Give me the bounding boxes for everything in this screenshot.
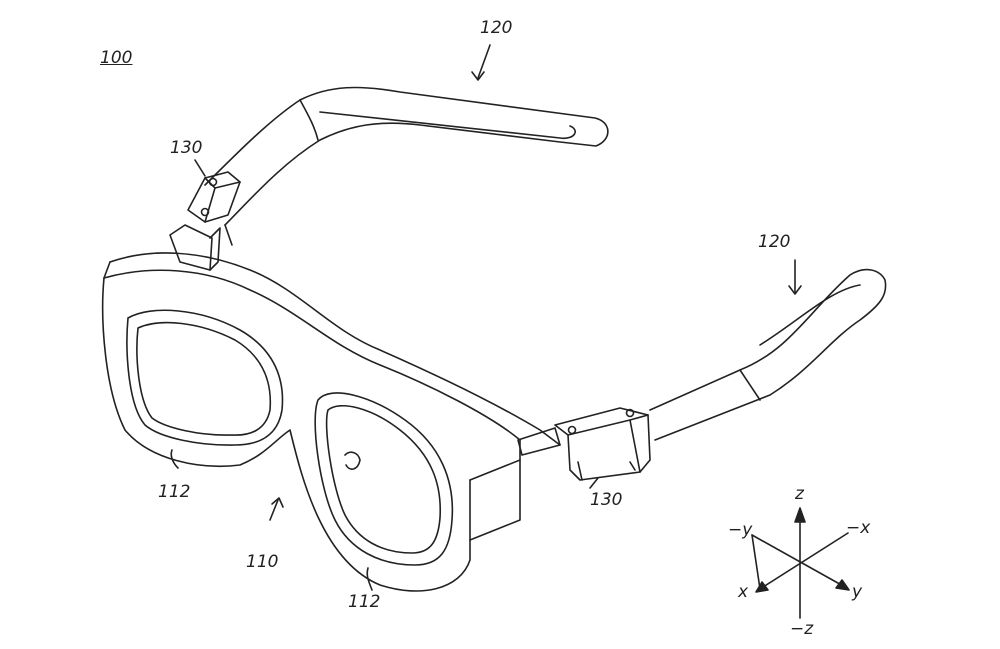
axis-label-z: z [795,484,804,504]
axis-triad [751,507,850,619]
label-130-right: 130 [590,490,623,510]
lens-rim-right [314,392,454,566]
label-130-left: 130 [170,138,203,158]
temple-arm-right [649,268,887,441]
label-110: 110 [246,552,279,572]
label-120-right: 120 [758,232,791,252]
lens-rim-left [126,309,284,446]
axis-label-neg-y: −y [728,520,753,540]
axis-label-neg-x: −x [846,518,871,538]
axis-label-y: y [852,582,863,602]
axis-label-x: x [738,582,749,602]
reference-leaders [170,44,802,591]
axis-label-neg-z: −z [790,619,814,639]
temple-arm-top [204,86,609,246]
hinge-right [517,407,651,481]
front-frame [101,252,561,592]
label-112-left: 112 [158,482,191,502]
label-120-top: 120 [480,18,513,38]
label-100: 100 [100,48,133,68]
label-112-right: 112 [348,592,381,612]
hinge-left [169,171,241,271]
